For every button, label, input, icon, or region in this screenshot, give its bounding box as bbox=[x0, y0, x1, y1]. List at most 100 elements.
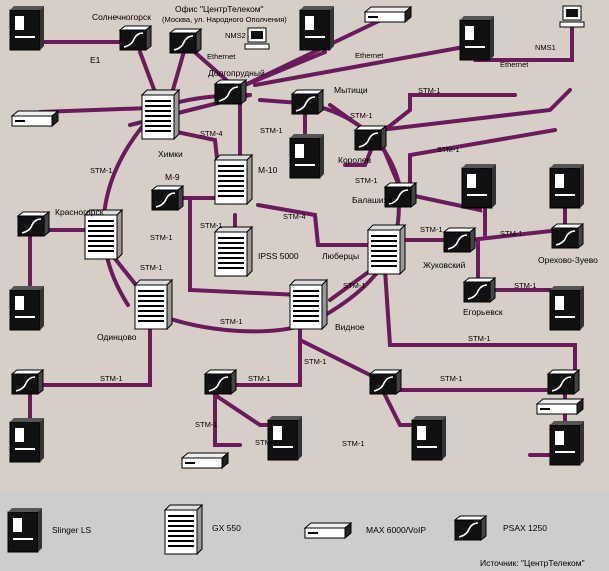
slinger-13 bbox=[549, 420, 585, 466]
link-label-e1: E1 bbox=[90, 55, 101, 65]
psax-dolgoprudny bbox=[214, 79, 247, 105]
legend-slinger-label: Slinger LS bbox=[52, 525, 92, 535]
psax-zhukovsky bbox=[443, 227, 476, 253]
label-nms1: NMS1 bbox=[535, 43, 556, 52]
slinger-9 bbox=[549, 285, 585, 331]
psax-sw bbox=[11, 369, 44, 395]
label-odintsovo: Одинцово bbox=[97, 332, 137, 342]
label-ipss: IPSS 5000 bbox=[258, 251, 299, 261]
link-dolgoprudny-nms1 bbox=[253, 43, 477, 87]
workstation-nms2 bbox=[244, 27, 270, 50]
link-lyubertsy-south bbox=[383, 268, 577, 382]
legend-psax-label: PSAX 1250 bbox=[503, 523, 547, 533]
gx-vidnoe bbox=[289, 279, 328, 330]
label-egorievsk: Егорьевск bbox=[463, 307, 503, 317]
gx-odintsovo bbox=[134, 279, 173, 330]
label-zhukovsky: Жуковский bbox=[423, 260, 466, 270]
psax-m9 bbox=[151, 185, 184, 211]
link-label-stm1-m: STM-1 bbox=[514, 281, 537, 290]
gx-krasnogorsk bbox=[84, 209, 123, 260]
slinger-7 bbox=[549, 163, 585, 209]
link-label-stm1-l: STM-1 bbox=[343, 281, 366, 290]
legend-gx-icon bbox=[164, 504, 203, 555]
link-label-stm1-i: STM-1 bbox=[420, 225, 443, 234]
slinger-10 bbox=[9, 417, 45, 463]
link-label-stm1-f: STM-1 bbox=[355, 176, 378, 185]
link-label-stm1-t: STM-1 bbox=[195, 420, 218, 429]
label-krasnogorsk: Красногорск bbox=[55, 207, 104, 217]
link-office-dolgoprudny bbox=[188, 46, 234, 87]
psax-krasnogorsk-west bbox=[17, 211, 50, 237]
gx-lyubertsy bbox=[367, 224, 406, 275]
slinger-6 bbox=[461, 163, 497, 209]
link-label-stm1-g: STM-1 bbox=[200, 221, 223, 230]
slinger-12 bbox=[411, 415, 447, 461]
legend: Slinger LS GX 550 MAX 6000/VoIP PSAX 125… bbox=[0, 490, 609, 571]
link-label-stm1-s: STM-1 bbox=[440, 374, 463, 383]
psax-east bbox=[547, 369, 580, 395]
gx-khimki bbox=[141, 89, 180, 140]
psax-office bbox=[169, 28, 202, 54]
node-labels: Солнечногорск Офис "ЦентрТелеком" (Москв… bbox=[55, 4, 598, 342]
label-m9: М-9 bbox=[165, 172, 180, 182]
link-dolgoprudny-ethernet bbox=[243, 50, 327, 87]
link-label-stm1-e: STM-1 bbox=[90, 166, 113, 175]
legend-max-icon bbox=[304, 522, 352, 539]
link-label-stm1-r: STM-1 bbox=[248, 374, 271, 383]
link-label-stm4-b: STM-4 bbox=[283, 212, 306, 221]
ring-link-west bbox=[101, 110, 157, 307]
label-office-line2: (Москва, ул. Народного Ополчения) bbox=[162, 15, 287, 24]
psax-solnechnogorsk bbox=[119, 25, 152, 51]
label-lyubertsy: Люберцы bbox=[322, 251, 359, 261]
link-balashikha-ne bbox=[408, 128, 557, 197]
link-label-stm1-b: STM-1 bbox=[350, 111, 373, 120]
link-label-ethernet-center: Ethernet bbox=[355, 51, 384, 60]
psax-korolev bbox=[354, 125, 387, 151]
slinger-3 bbox=[459, 15, 495, 61]
link-label-stm1-d: STM-1 bbox=[437, 145, 460, 154]
link-korolev-east bbox=[378, 88, 572, 132]
max-top bbox=[364, 6, 412, 23]
slinger-8 bbox=[9, 285, 45, 331]
link-m9-vidnoe bbox=[188, 198, 302, 297]
link-label-stm1-j: STM-1 bbox=[500, 229, 523, 238]
link-zhukovsky-orekhovo bbox=[468, 228, 562, 242]
psax-egorievsk bbox=[463, 277, 496, 303]
max-south bbox=[181, 452, 229, 469]
link-label-stm1-p: STM-1 bbox=[304, 357, 327, 366]
link-label-ethernet-nms1: Ethernet bbox=[500, 60, 529, 69]
link-label-stm1-o: STM-1 bbox=[468, 334, 491, 343]
link-label-stm1-a: STM-1 bbox=[418, 86, 441, 95]
link-label-stm1-h: STM-1 bbox=[150, 233, 173, 242]
link-label-stm1-u: STM-1 bbox=[255, 438, 278, 447]
slinger-1 bbox=[9, 5, 45, 51]
link-m10-lyubertsy bbox=[256, 203, 377, 247]
psax-orekhovo bbox=[551, 223, 584, 249]
legend-max-label: MAX 6000/VoIP bbox=[366, 525, 426, 535]
link-label-stm1-c: STM-1 bbox=[260, 126, 283, 135]
label-orekhovo: Орехово-Зуево bbox=[538, 255, 598, 265]
label-office-line1: Офис "ЦентрТелеком" bbox=[175, 4, 264, 14]
psax-south bbox=[204, 369, 237, 395]
psax-mytishchi bbox=[291, 89, 324, 115]
gx-m10 bbox=[214, 154, 253, 205]
label-m10: М-10 bbox=[258, 165, 278, 175]
link-psax-max bbox=[213, 393, 242, 447]
psax-south-east bbox=[369, 369, 402, 395]
link-korolev-stm1-ne bbox=[370, 93, 517, 142]
link-mytishchi-korolev-psax bbox=[328, 103, 367, 132]
source-note: Источник: "ЦентрТелеком" bbox=[480, 558, 585, 568]
link-psax-tower-se bbox=[383, 393, 412, 427]
link-layer bbox=[28, 16, 577, 457]
slinger-korolev bbox=[289, 133, 325, 179]
link-label-stm1-k: STM-1 bbox=[140, 263, 163, 272]
link-odintsovo-psax bbox=[38, 318, 152, 387]
link-labels: E1 Ethernet Ethernet Ethernet STM-1 STM-… bbox=[90, 51, 537, 448]
link-label-stm1-q: STM-1 bbox=[100, 374, 123, 383]
label-solnechnogorsk: Солнечногорск bbox=[92, 12, 151, 22]
link-psax-tower-south bbox=[213, 393, 272, 427]
label-dolgoprudny: Долгопрудный bbox=[208, 68, 265, 78]
label-korolev: Королев bbox=[338, 155, 372, 165]
link-label-stm1-n: STM-1 bbox=[220, 317, 243, 326]
